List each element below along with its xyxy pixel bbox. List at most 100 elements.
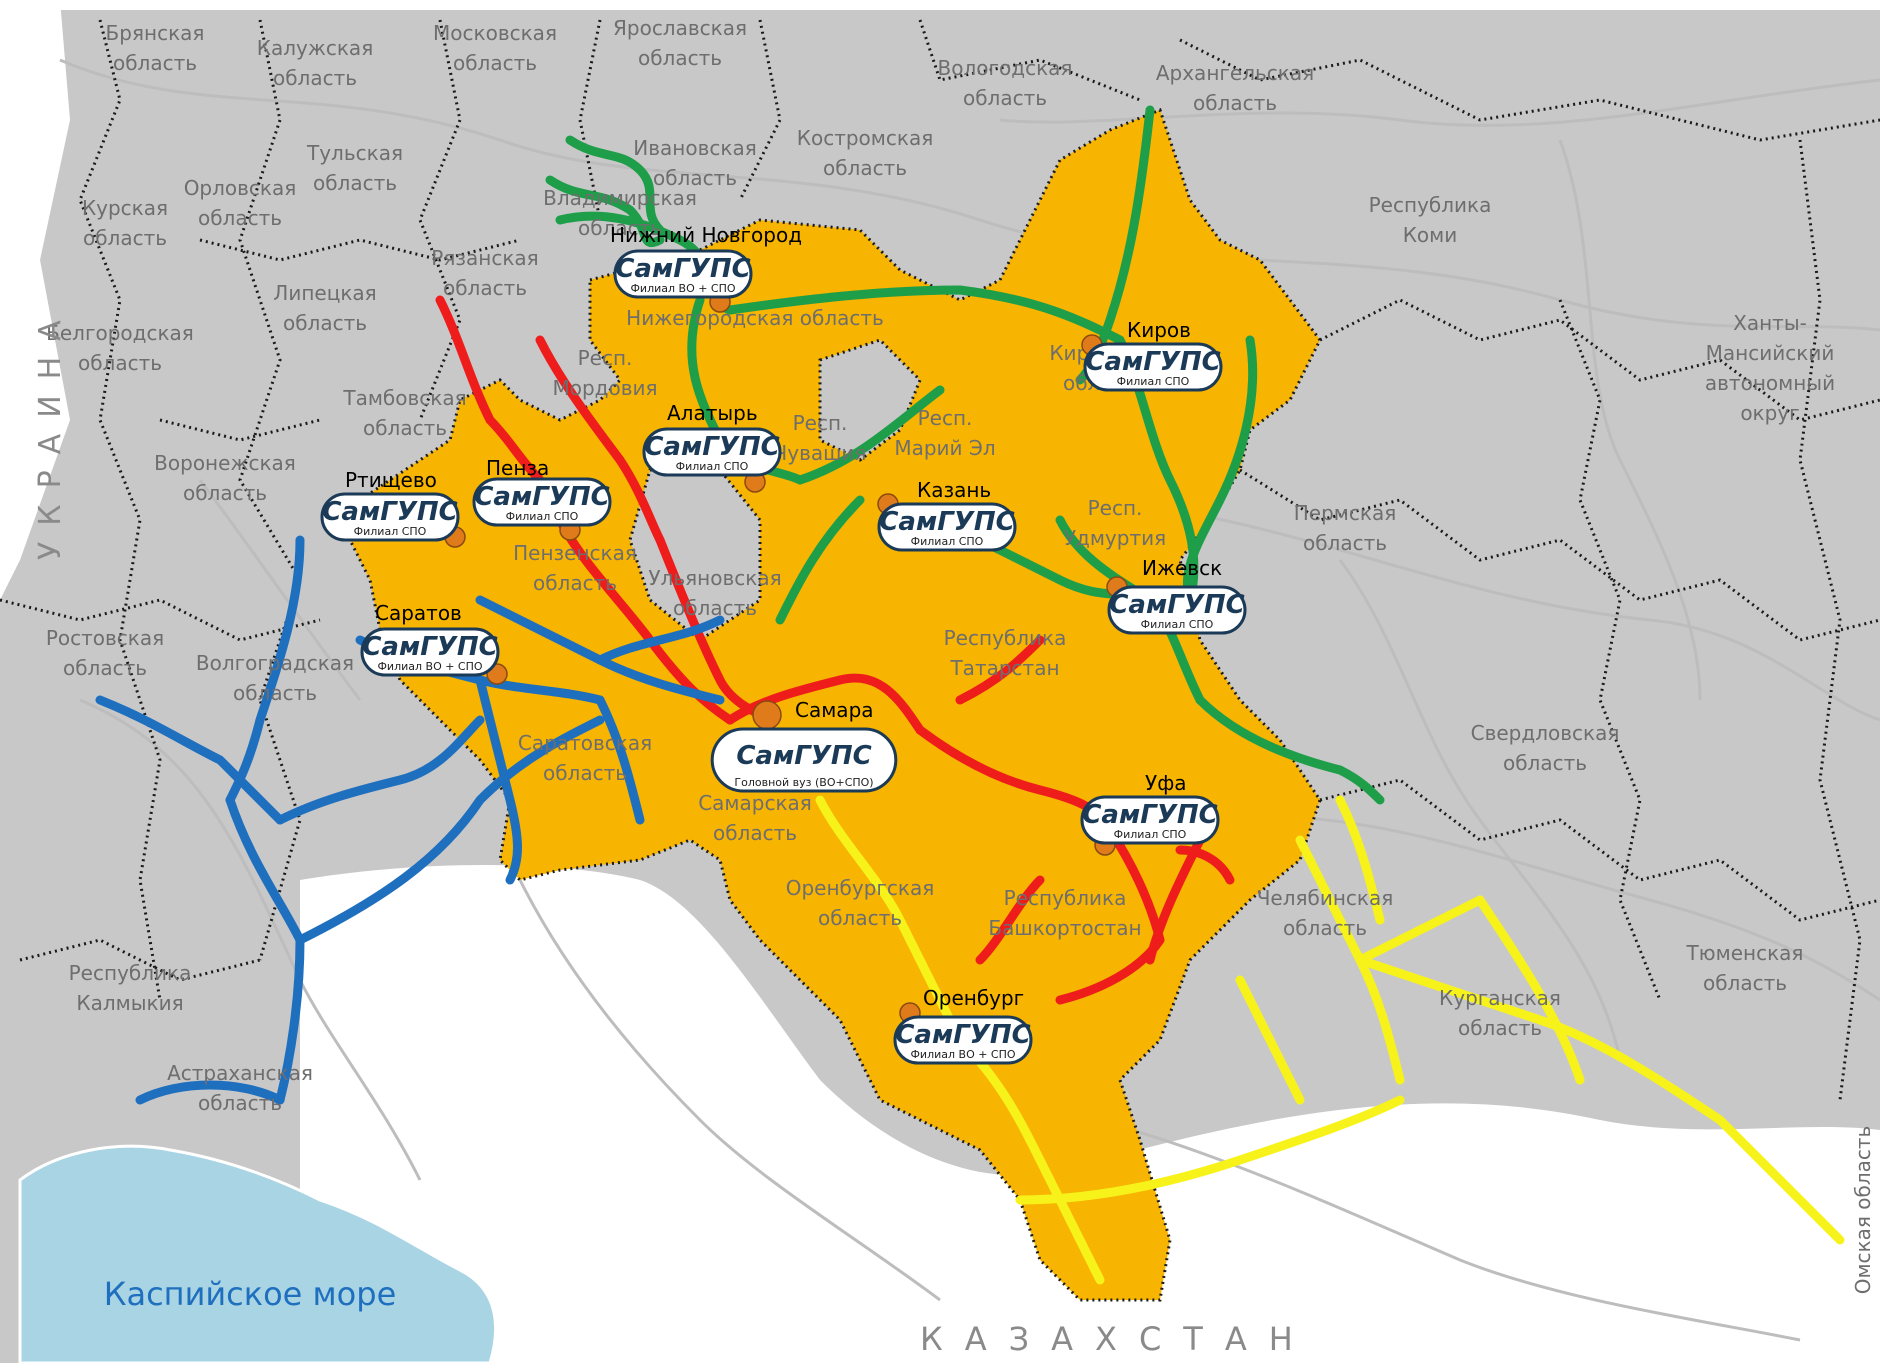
blue-railway-lines xyxy=(95,535,725,1105)
region-label-line: Вологодская xyxy=(938,56,1073,80)
region-label-line: область xyxy=(818,906,902,930)
region-label-line: Орловская xyxy=(184,176,297,200)
region-label-line: Мордовия xyxy=(552,376,657,400)
region-label-line: область xyxy=(1458,1016,1542,1040)
badge-subtitle: Филиал СПО xyxy=(1117,375,1190,388)
badge-subtitle: Филиал СПО xyxy=(1114,828,1187,841)
region-label-line: Татарстан xyxy=(949,656,1059,680)
region-label-line: Республика xyxy=(944,626,1067,650)
university-logo: СамГУПС xyxy=(474,482,609,512)
region-label-mari: Респ.Марий Эл xyxy=(894,406,995,460)
region-label-line: Тамбовская xyxy=(342,386,466,410)
yellow-railway-lines xyxy=(815,795,1845,1285)
region-label-line: область xyxy=(443,276,527,300)
region-label-nizhny-region: Нижегородская область xyxy=(626,306,884,330)
region-label-line: область xyxy=(78,351,162,375)
university-logo: СамГУПС xyxy=(895,1020,1030,1050)
region-label-line: Тульская xyxy=(306,141,403,165)
region-label-line: область xyxy=(83,226,167,250)
region-label-line: область xyxy=(453,51,537,75)
badge-frame xyxy=(877,502,1017,552)
region-label-line: Саратовская xyxy=(518,731,652,755)
region-label-line: Удмуртия xyxy=(1064,526,1166,550)
badge-frame xyxy=(642,427,782,477)
badge-subtitle: Филиал ВО + СПО xyxy=(377,660,482,673)
region-label-line: область xyxy=(823,156,907,180)
region-label-line: Марий Эл xyxy=(894,436,995,460)
region-label-line: область xyxy=(1193,91,1277,115)
region-label-line: Челябинская xyxy=(1257,886,1394,910)
university-logo: СамГУПС xyxy=(644,432,779,462)
region-label-line: Респ. xyxy=(578,346,633,370)
region-label-line: Мансийский xyxy=(1706,341,1835,365)
region-label-line: Костромская xyxy=(797,126,933,150)
university-logo: СамГУПС xyxy=(879,507,1014,537)
university-logo: СамГУПС xyxy=(362,632,497,662)
region-label-line: область xyxy=(283,311,367,335)
region-label-line: Брянская xyxy=(106,21,205,45)
university-logo: СамГУПС xyxy=(1082,800,1217,830)
region-label-line: Республика xyxy=(1004,886,1127,910)
region-label-line: Самарская xyxy=(698,791,812,815)
region-label-line: область xyxy=(363,416,447,440)
university-logo: СамГУПС xyxy=(736,741,871,771)
badge-subtitle: Филиал СПО xyxy=(506,510,579,523)
badge-frame xyxy=(710,727,898,793)
region-label-line: Калмыкия xyxy=(76,991,183,1015)
badge-frame xyxy=(893,1015,1033,1065)
region-label-line: Респ. xyxy=(793,411,848,435)
region-label-line: область xyxy=(1503,751,1587,775)
region-label-line: Ханты- xyxy=(1733,311,1807,335)
badge-frame xyxy=(472,477,612,527)
university-logo: СамГУПС xyxy=(322,497,457,527)
region-label-line: область xyxy=(578,216,662,240)
badge-frame xyxy=(320,492,460,542)
sea-label: Каспийское море xyxy=(104,1275,397,1313)
region-label-line: область xyxy=(198,1091,282,1115)
badge-frame xyxy=(1083,342,1223,392)
region-label-line: Свердловская xyxy=(1471,721,1620,745)
region-label-line: Калужская xyxy=(257,36,373,60)
region-label-line: область xyxy=(533,571,617,595)
region-borders xyxy=(0,19,1880,1101)
region-label-line: Ивановская xyxy=(633,136,756,160)
region-label-line: область xyxy=(1303,531,1387,555)
region-label-tambov: Тамбовская область xyxy=(342,386,466,440)
